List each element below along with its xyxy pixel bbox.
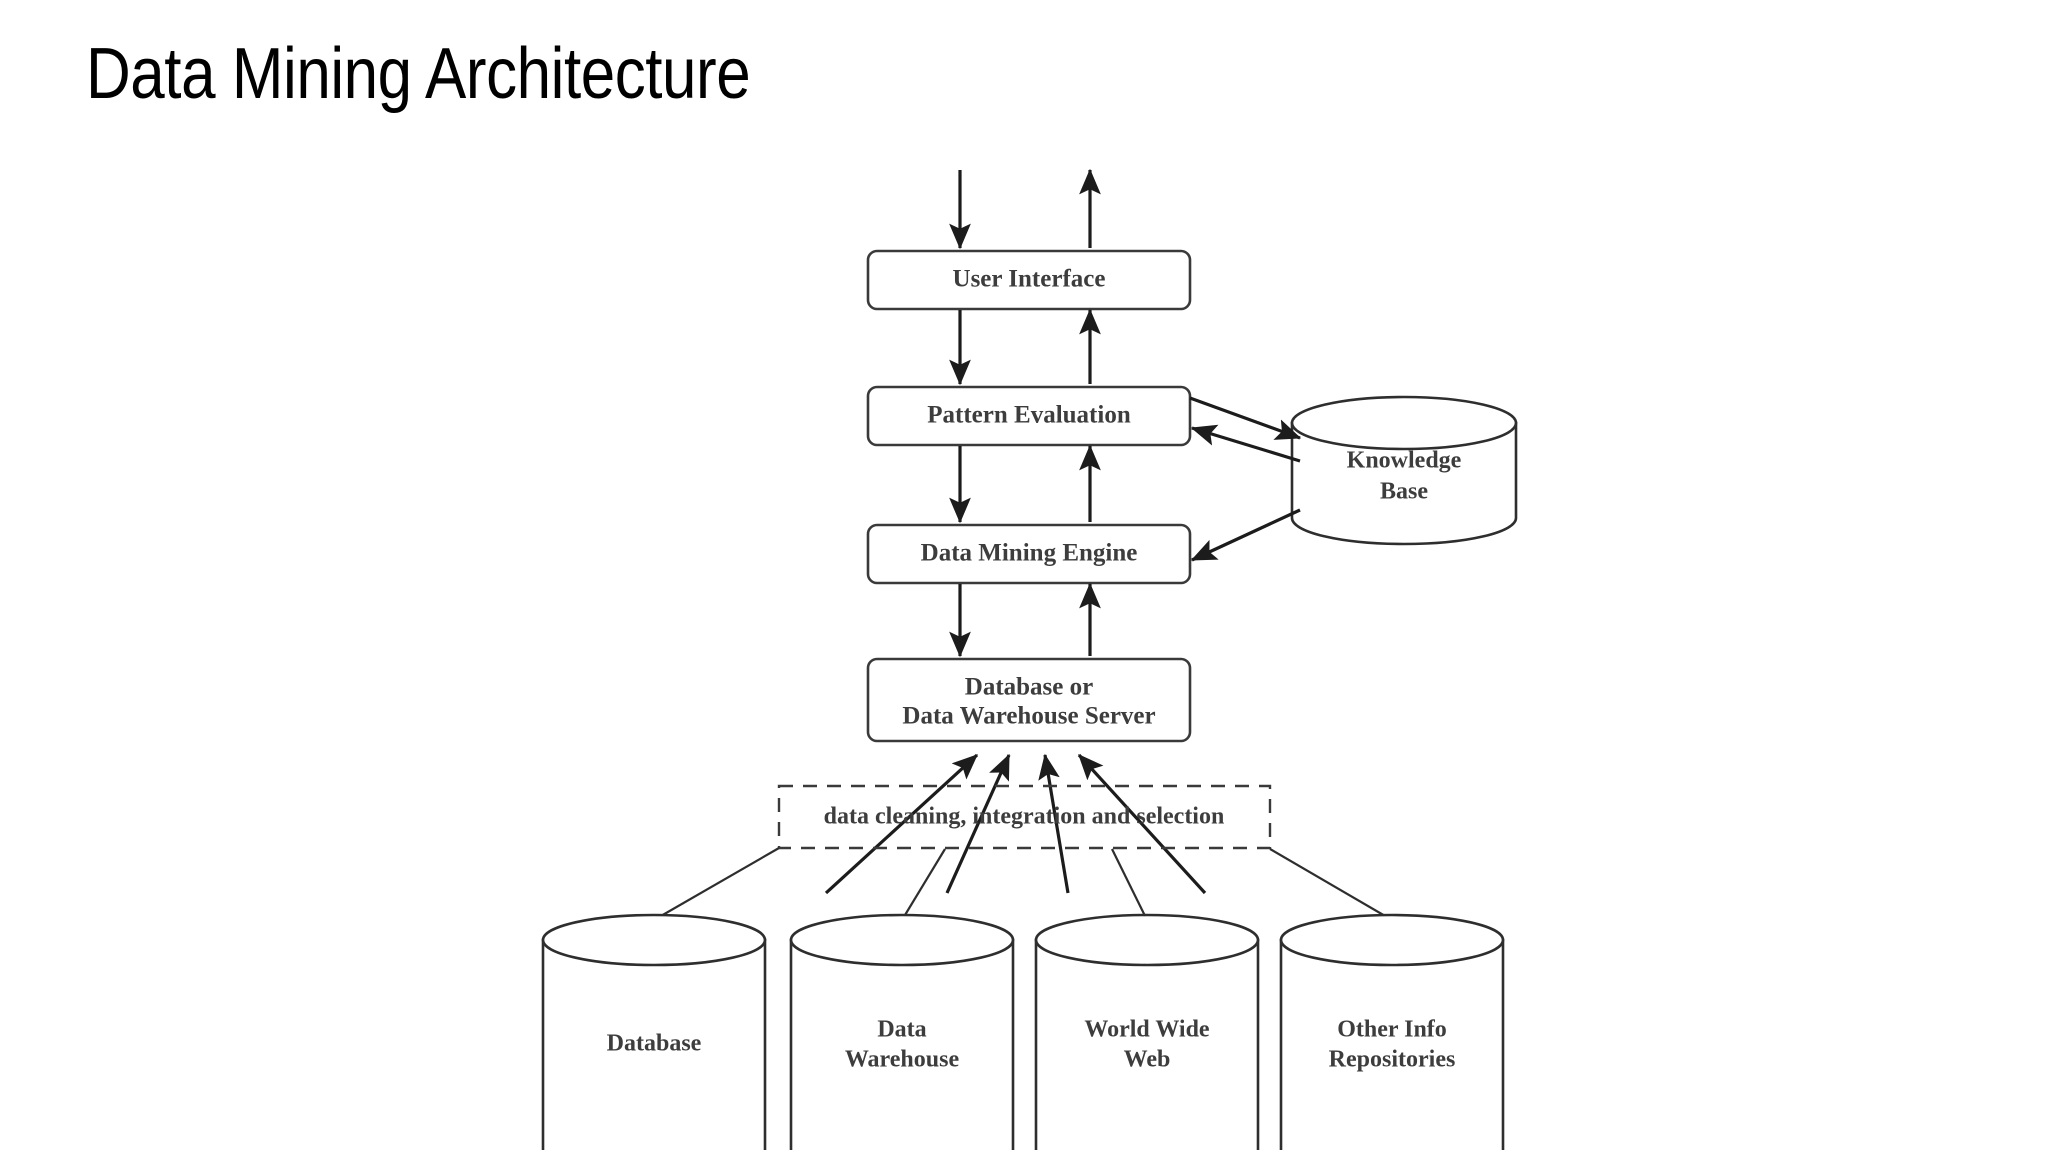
edge-source-other-to-preprocess xyxy=(1269,848,1393,921)
edge-source-warehouse-to-preprocess xyxy=(901,848,946,921)
node-source-other-label-line2: Repositories xyxy=(1329,1047,1456,1073)
edge-knowledge-base-to-pattern-evaluation xyxy=(1190,424,1301,463)
data-mining-architecture-diagram: User Interface Pattern Evaluation Data M… xyxy=(0,110,2048,1150)
node-source-database[interactable]: Database xyxy=(541,913,767,1150)
edge-preprocess-to-server-3 xyxy=(1038,753,1070,894)
node-data-mining-engine[interactable]: Data Mining Engine xyxy=(866,523,1192,585)
node-source-other-info-repositories[interactable]: Other Info Repositories xyxy=(1279,913,1505,1150)
node-knowledge-base-label-line2: Base xyxy=(1380,479,1428,505)
node-user-interface[interactable]: User Interface xyxy=(866,249,1192,311)
node-server-label-line2: Data Warehouse Server xyxy=(902,703,1155,730)
edge-pattern-evaluation-to-knowledge-base xyxy=(1189,396,1302,440)
node-source-data-warehouse-label-line2: Warehouse xyxy=(845,1047,960,1073)
node-server-label-line1: Database or xyxy=(965,674,1093,701)
node-database-or-data-warehouse-server[interactable]: Database or Data Warehouse Server xyxy=(866,657,1192,743)
page-title: Data Mining Architecture xyxy=(86,34,751,114)
node-source-world-wide-web-label-line2: Web xyxy=(1124,1047,1171,1073)
node-source-data-warehouse[interactable]: Data Warehouse xyxy=(789,913,1015,1150)
node-user-interface-label: User Interface xyxy=(953,266,1106,293)
edge-preprocess-to-server-2 xyxy=(945,753,1011,894)
node-knowledge-base[interactable]: Knowledge Base xyxy=(1290,395,1518,546)
node-preprocess[interactable]: data cleaning, integration and selection xyxy=(777,784,1272,850)
node-pattern-evaluation-label: Pattern Evaluation xyxy=(927,402,1131,429)
node-preprocess-label: data cleaning, integration and selection xyxy=(824,804,1225,830)
edge-knowledge-base-to-data-mining-engine xyxy=(1190,508,1301,562)
node-source-world-wide-web[interactable]: World Wide Web xyxy=(1034,913,1260,1150)
node-source-data-warehouse-label-line1: Data xyxy=(877,1017,926,1043)
node-data-mining-engine-label: Data Mining Engine xyxy=(921,540,1138,567)
edge-preprocess-to-server-4 xyxy=(1077,753,1207,895)
node-source-other-label-line1: Other Info xyxy=(1337,1017,1447,1043)
edge-source-database-to-preprocess xyxy=(653,847,780,921)
edge-source-web-to-preprocess xyxy=(1111,848,1148,921)
edge-preprocess-to-server-1 xyxy=(824,753,979,895)
node-knowledge-base-label-line1: Knowledge xyxy=(1347,448,1462,474)
node-source-world-wide-web-label-line1: World Wide xyxy=(1084,1017,1209,1043)
node-pattern-evaluation[interactable]: Pattern Evaluation xyxy=(866,385,1192,447)
node-source-database-label: Database xyxy=(607,1031,702,1057)
